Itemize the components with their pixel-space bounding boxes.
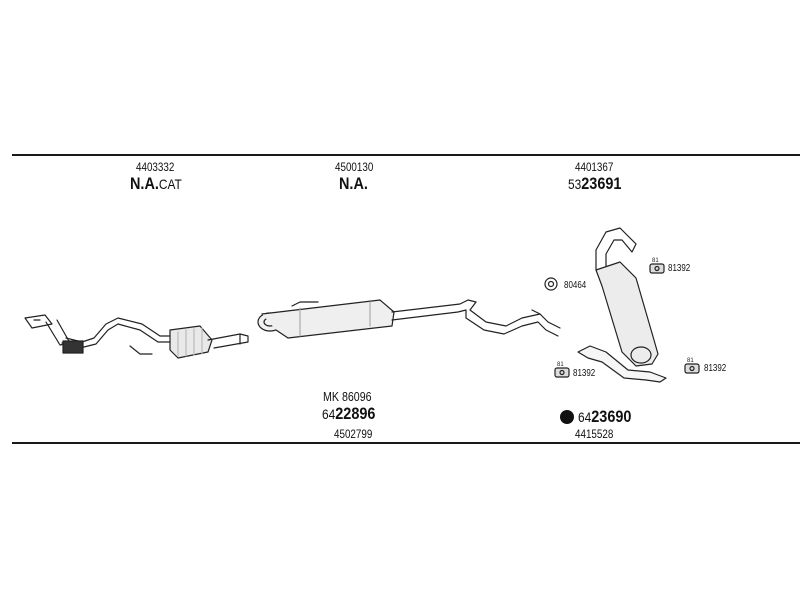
hanger-icon-top-right	[649, 263, 665, 274]
hanger-mark-bottom-right: 81	[687, 358, 694, 364]
part-ref-rear-bottom: 4415528	[575, 427, 614, 441]
rubber-ring-icon	[544, 277, 558, 291]
middle-prefix: 64	[322, 406, 336, 422]
part-number-middle: 6422896	[322, 405, 375, 422]
hanger-label-top-right: 81392	[668, 263, 691, 274]
part-label-middle: N.A.	[339, 174, 368, 193]
hanger-mark-bottom-left: 81	[557, 362, 564, 368]
middle-number: 22896	[335, 404, 376, 423]
top-divider	[12, 154, 800, 156]
rear-silencer-prefix: 53	[568, 176, 582, 192]
front-pipe	[24, 314, 173, 355]
ring-label: 80464	[564, 280, 587, 291]
hanger-label-bottom-left: 81392	[573, 368, 596, 379]
front-pipe-na-label: N.A.	[130, 174, 159, 193]
bottom-divider	[12, 442, 800, 444]
hanger-icon-bottom-right	[684, 363, 700, 374]
part-label-front-pipe: N.A.CAT	[130, 175, 182, 192]
filled-circle-icon	[560, 410, 574, 424]
rear-number: 23690	[591, 407, 632, 426]
hanger-mark-top-right: 81	[652, 258, 659, 264]
part-ref-middle: 4500130	[335, 160, 374, 174]
rear-silencer	[577, 227, 667, 383]
part-number-rear-silencer: 5323691	[568, 175, 621, 192]
middle-silencer	[257, 299, 561, 339]
hanger-label-bottom-right: 81392	[704, 363, 727, 374]
rear-prefix: 64	[578, 409, 592, 425]
rear-silencer-number: 23691	[581, 174, 622, 193]
front-pipe-cat-label: CAT	[158, 176, 182, 192]
hanger-icon-bottom-left	[554, 367, 570, 378]
part-ref-rear-silencer: 4401367	[575, 160, 614, 174]
kit-number: MK 86096	[323, 389, 372, 404]
part-number-rear: 6423690	[578, 408, 631, 425]
part-ref-middle-bottom: 4502799	[334, 427, 373, 441]
part-ref-front-pipe: 4403332	[136, 160, 175, 174]
catalytic-converter	[169, 325, 249, 359]
